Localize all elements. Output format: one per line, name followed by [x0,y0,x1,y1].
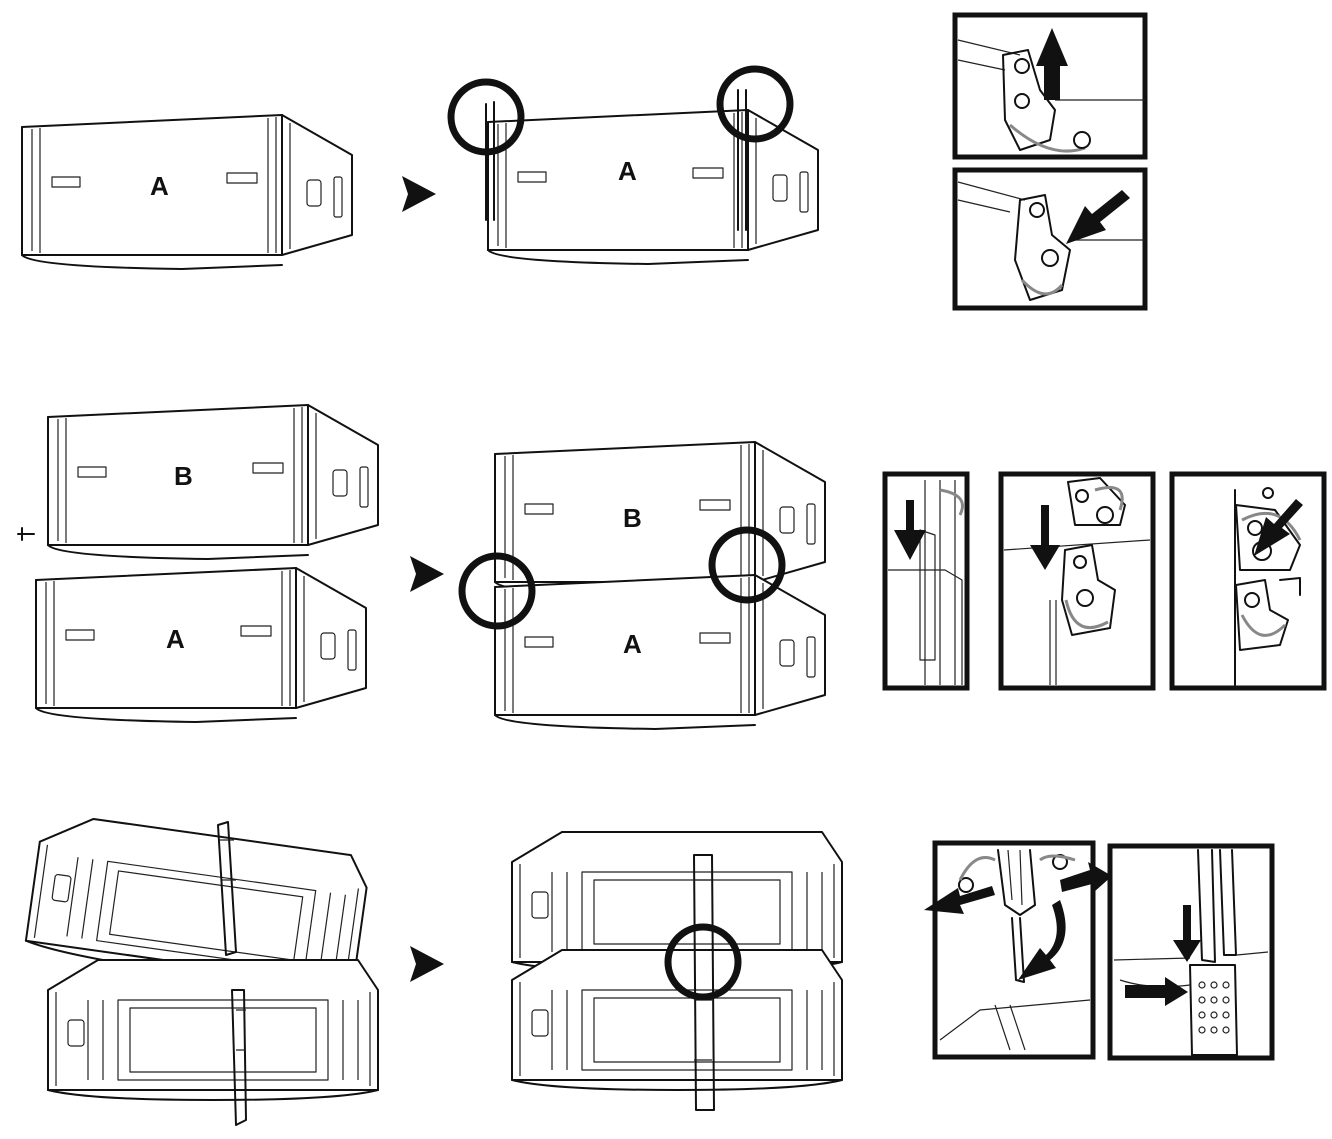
detail-panel-3a [924,840,1112,1060]
cabinet-a-base: A [35,567,367,723]
cabinet-label: A [618,156,637,186]
cabinet-a-rigged: A [485,89,819,265]
step-3 [23,811,1275,1126]
step-1: A A [21,12,1148,311]
highlight-circle-icon [716,65,794,143]
cabinet-label: A [623,629,642,659]
right-arrow-icon [410,946,444,982]
pin-icon [17,527,35,541]
cabinet-a-stacked: A [494,574,826,730]
right-arrow-icon [402,176,436,212]
detail-panel-1a [952,12,1148,160]
cabinet-label: A [150,171,169,201]
black-arrow-icon [1066,190,1130,244]
cabinet-b-loose: B [47,404,379,560]
black-arrow-icon [1036,28,1068,100]
detail-panel-2a [882,471,970,691]
detail-panel-1b [952,167,1148,311]
highlight-circle-icon [664,923,742,1001]
black-arrow-icon [894,500,926,560]
cabinet-bottom-stacked [511,949,843,1091]
cabinet-a-single: A [21,114,353,270]
black-arrow-icon [924,886,995,914]
black-arrow-icon [1173,905,1201,962]
cabinet-bottom [47,959,379,1101]
highlight-circle-icon [708,526,786,604]
black-arrow-icon [1125,977,1188,1006]
right-arrow-icon [410,556,444,592]
cabinet-b-stacked: B [494,441,826,597]
highlight-circle-icon [447,78,525,156]
detail-panel-2b [998,471,1156,691]
detail-panel-3b [1107,843,1275,1061]
black-arrow-icon [1030,505,1060,570]
cabinet-label: B [623,503,642,533]
rigging-bar-left [217,821,247,1126]
cabinet-label: B [174,461,193,491]
cabinet-label: A [166,624,185,654]
black-arrow-icon [1018,900,1066,980]
step-2: B A B A [17,404,1327,730]
highlight-circle-icon [458,552,536,630]
black-arrow-icon [1254,499,1303,556]
black-arrow-icon [1060,862,1112,892]
detail-panel-2c [1169,471,1327,691]
